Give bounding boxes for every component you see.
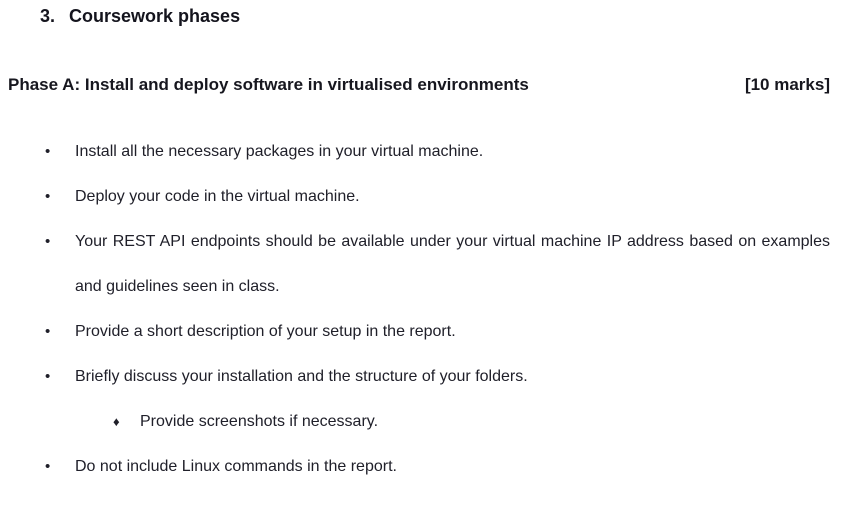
list-item: • Deploy your code in the virtual machin… [0, 174, 866, 219]
section-title: Coursework phases [69, 6, 241, 26]
bullet-icon: • [45, 458, 51, 475]
list-item-text: Your REST API endpoints should be availa… [75, 233, 830, 295]
phase-marks: [10 marks] [744, 75, 830, 94]
list-item: • Briefly discuss your installation and … [0, 354, 866, 399]
phase-title: Phase A: Install and deploy software in … [8, 75, 529, 94]
list-item-text: Do not include Linux commands in the rep… [75, 458, 397, 475]
sub-list-item: ♦ Provide screenshots if necessary. [0, 399, 866, 444]
bullet-list: • Install all the necessary packages in … [0, 129, 866, 489]
list-item-text: Install all the necessary packages in yo… [75, 143, 484, 160]
section-number: 3. [40, 6, 56, 26]
phase-header: Phase A: Install and deploy software in … [0, 72, 866, 98]
list-item: • Your REST API endpoints should be avai… [0, 219, 866, 309]
sub-list-item-text: Provide screenshots if necessary. [140, 413, 379, 430]
bullet-icon: • [45, 143, 51, 160]
list-item-text: Briefly discuss your installation and th… [75, 368, 528, 385]
bullet-icon: • [45, 188, 51, 205]
list-item-text: Deploy your code in the virtual machine. [75, 188, 360, 205]
bullet-icon: • [45, 233, 51, 250]
bullet-icon: • [45, 368, 51, 385]
list-item-text: Provide a short description of your setu… [75, 323, 456, 340]
diamond-bullet-icon: ♦ [113, 414, 120, 429]
list-item: • Do not include Linux commands in the r… [0, 444, 866, 489]
bullet-icon: • [45, 323, 51, 340]
section-heading: 3. Coursework phases [0, 4, 866, 28]
list-item: • Install all the necessary packages in … [0, 129, 866, 174]
list-item: • Provide a short description of your se… [0, 309, 866, 354]
